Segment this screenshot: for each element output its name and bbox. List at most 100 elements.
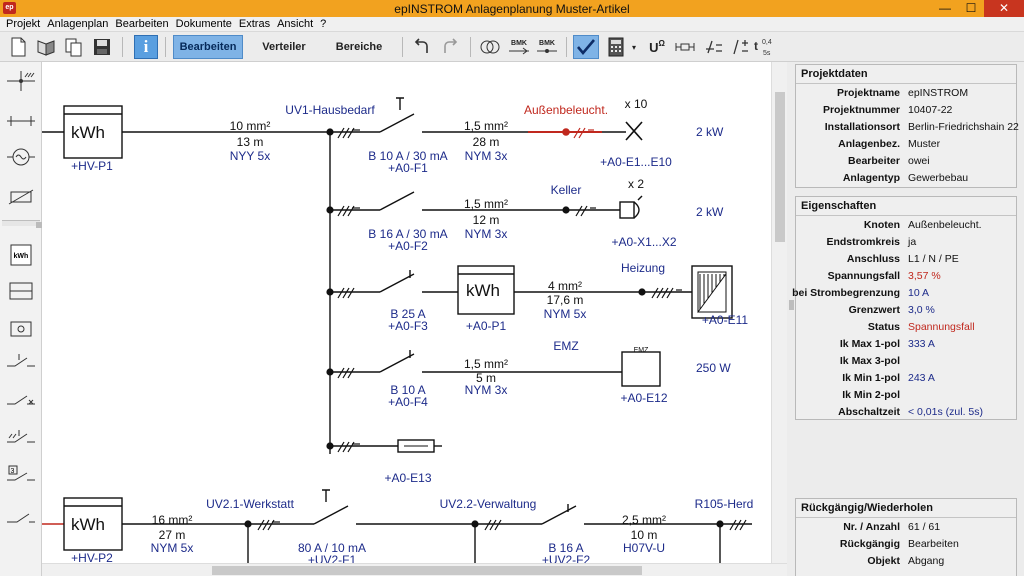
socket-symbol-icon[interactable] — [3, 314, 39, 344]
menu-dokumente[interactable]: Dokumente — [175, 18, 232, 30]
busbar-tap-icon[interactable] — [3, 66, 39, 96]
r2-consumer-name: Keller — [550, 183, 582, 197]
open-book-icon[interactable] — [34, 35, 58, 59]
tab-bereiche[interactable]: Bereiche — [335, 41, 383, 53]
bottom-cable-type-3: H07V-U — [622, 541, 666, 555]
bmk-button-2[interactable]: BMK — [534, 35, 560, 59]
selector-switch-icon[interactable]: 3 — [3, 460, 39, 490]
r4-box-label: EMZ — [633, 347, 649, 354]
ac-source-icon[interactable] — [3, 142, 39, 172]
schematic-canvas[interactable]: kWh kWh kWh +HV-P1 10 mm² 13 m NYY 5x UV… — [42, 62, 771, 563]
r1-breaker: B 10 A / 30 mA — [368, 149, 448, 163]
prop-key: Status — [867, 321, 900, 333]
r3-cross-section: 4 mm² — [548, 279, 582, 293]
undo-icon[interactable] — [410, 35, 434, 59]
disconnector-icon[interactable] — [3, 502, 39, 532]
app-logo-icon: ep — [3, 2, 16, 14]
r4-cross-section: 1,5 mm² — [463, 357, 509, 371]
prop-value: 333 A — [908, 338, 935, 350]
prop-key: Projektname — [836, 87, 900, 99]
calculator-icon[interactable] — [604, 35, 628, 59]
transformer-icon[interactable] — [476, 35, 504, 59]
r1-target: +A0-E1...E10 — [600, 155, 672, 169]
menu-help[interactable]: ? — [320, 18, 327, 30]
r3-breaker: B 25 A — [390, 307, 426, 321]
meter-label-bottom: kWh — [71, 515, 105, 534]
menu-extras[interactable]: Extras — [238, 18, 271, 30]
prop-value: 243 A — [908, 372, 935, 384]
meter-symbol-icon[interactable]: kWh — [3, 240, 39, 270]
dist-werkstatt: UV2.1-Werkstatt — [206, 497, 294, 511]
maximize-button[interactable]: ☐ — [965, 1, 977, 15]
prop-value-warning: 3,57 % — [908, 270, 941, 282]
horizontal-scroll-thumb[interactable] — [212, 566, 642, 575]
r1-cross-section: 1,5 mm² — [463, 119, 509, 133]
menu-ansicht[interactable]: Ansicht — [277, 18, 314, 30]
prop-value: Muster — [908, 138, 941, 150]
r2-cable-type: NYM 3x — [464, 227, 508, 241]
breaker-symbol-icon[interactable] — [3, 386, 39, 416]
copy-document-icon[interactable] — [62, 35, 86, 59]
prop-key: Spannungsfall — [827, 270, 900, 282]
panel-splitter-handle[interactable] — [789, 300, 794, 310]
r2-count: x 2 — [627, 177, 645, 191]
prop-value: Abgang — [908, 555, 945, 567]
vertical-scroll-thumb[interactable] — [775, 92, 785, 242]
horizontal-scrollbar[interactable] — [42, 563, 787, 576]
prop-row: Ik Max 3-pol — [796, 352, 1016, 369]
rcd-box-icon[interactable] — [3, 276, 39, 306]
bmk-button-1[interactable]: BMK — [506, 35, 532, 59]
rcbo-symbol-icon[interactable] — [3, 422, 39, 452]
r1-count: x 10 — [624, 97, 648, 111]
window-title: epINSTROM Anlagenplanung Muster-Artikel — [394, 2, 630, 16]
cable-segment-icon[interactable] — [3, 106, 39, 136]
save-icon[interactable] — [90, 35, 114, 59]
bottom-cross-section-1: 16 mm² — [151, 513, 193, 527]
prop-key: Endstromkreis — [826, 236, 900, 248]
info-button[interactable]: i — [134, 35, 158, 59]
fuse-element-icon[interactable] — [3, 182, 39, 212]
new-file-icon[interactable] — [6, 35, 30, 59]
vertical-scrollbar[interactable] — [771, 62, 787, 563]
redo-icon[interactable] — [438, 35, 462, 59]
check-calc-icon[interactable] — [573, 35, 599, 59]
tab-bearbeiten[interactable]: Bearbeiten — [173, 35, 243, 59]
close-button[interactable]: ✕ — [984, 0, 1024, 17]
prop-key: Nr. / Anzahl — [843, 521, 900, 533]
prop-value: epINSTROM — [908, 87, 969, 99]
undo-title: Rückgängig/Wiederholen — [796, 499, 1016, 518]
menu-bearbeiten[interactable]: Bearbeiten — [115, 18, 169, 30]
dist-verwaltung: UV2.2-Verwaltung — [439, 497, 537, 511]
prop-key: Abschaltzeit — [838, 406, 900, 418]
resistance-tool-icon[interactable] — [673, 35, 697, 59]
menu-projekt[interactable]: Projekt — [6, 18, 41, 30]
r1-ref: +A0-F1 — [388, 161, 428, 175]
prop-value: < 0,01s (zul. 5s) — [908, 406, 983, 418]
current-tool-icon[interactable] — [701, 35, 725, 59]
prop-key: Anlagentyp — [842, 172, 900, 184]
r2-cross-section: 1,5 mm² — [463, 197, 509, 211]
prop-row: Anlagenbez.Muster — [796, 135, 1016, 152]
bottom-breaker-3: B 16 A — [548, 541, 584, 555]
r4-target: +A0-E12 — [620, 391, 668, 405]
minimize-button[interactable]: — — [939, 1, 951, 15]
r4-length: 5 m — [475, 371, 497, 385]
status-badge: Spannungsfall — [908, 321, 975, 333]
fuse-tool-icon[interactable] — [727, 35, 751, 59]
prop-value: L1 / N / PE — [908, 253, 959, 265]
tab-verteiler[interactable]: Verteiler — [262, 41, 306, 53]
menu-bar: Projekt Anlagenplan Bearbeiten Dokumente… — [0, 17, 1024, 32]
r2-target: +A0-X1...X2 — [611, 235, 677, 249]
menu-anlagenplan[interactable]: Anlagenplan — [47, 18, 109, 30]
toolbar-overflow-icon[interactable]: ▾ — [631, 42, 636, 52]
switch-symbol-icon[interactable] — [3, 346, 39, 376]
